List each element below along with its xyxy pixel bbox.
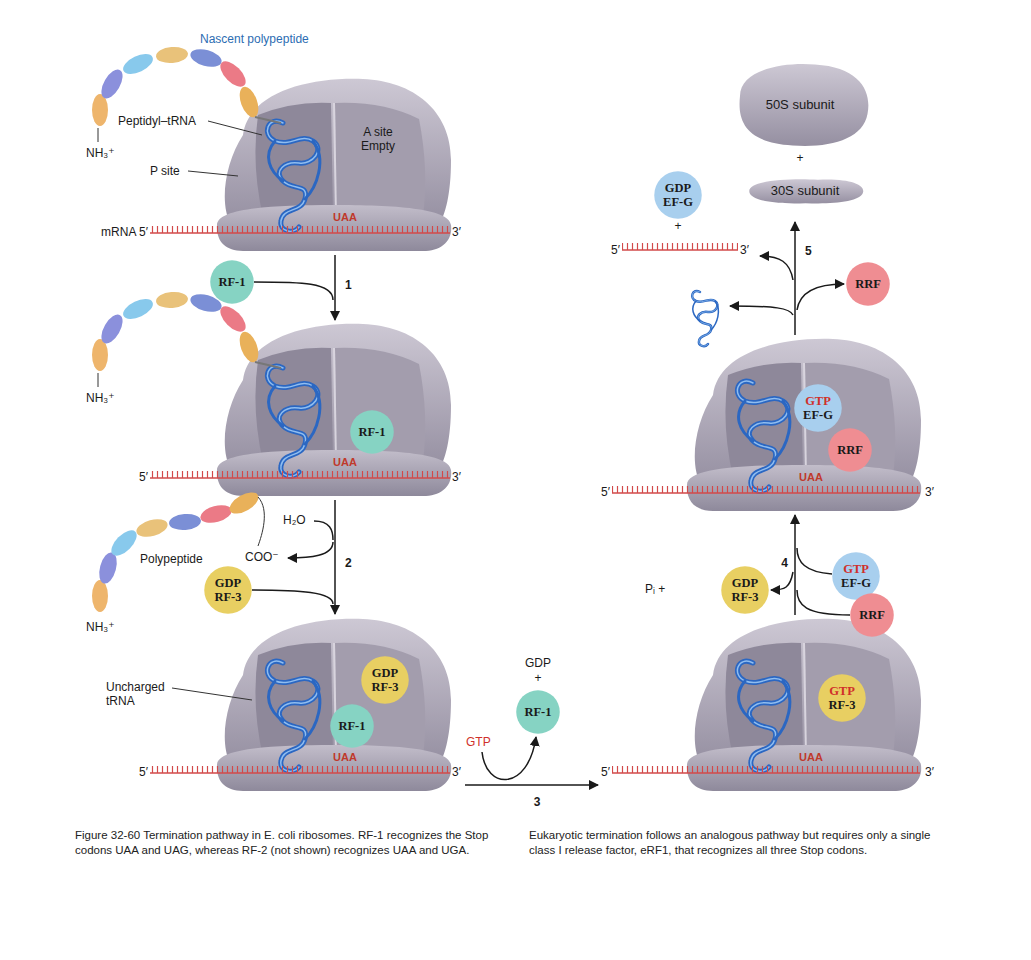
node-text: RF-3 (371, 680, 398, 694)
elongation-factor-g: GDPEF-G (654, 171, 702, 219)
node-text: RF-3 (214, 590, 241, 604)
node-text: GDP (665, 181, 691, 195)
elongation-factor-g: GTPEF-G (832, 552, 880, 600)
mrna-end: 5′ (601, 765, 610, 779)
elongation-factor-g: GTPEF-G (794, 384, 842, 432)
release-factor-1: RF-1 (210, 260, 254, 304)
reactant-label: H₂O (283, 513, 306, 527)
plus-sign: + (796, 151, 803, 165)
step-number: 2 (345, 556, 352, 570)
release-factor-3: GTPRF-3 (818, 674, 866, 722)
node-text: EF-G (803, 408, 833, 422)
node-text: RF-1 (358, 425, 385, 439)
codon: UAA (333, 211, 357, 224)
step-number: 3 (534, 795, 541, 809)
figure-caption: Figure 32-60 Termination pathway in E. c… (75, 828, 955, 858)
codon: UAA (333, 751, 357, 764)
codon: UAA (333, 456, 357, 469)
node-text: 50S subunit (766, 98, 835, 113)
part-label: Nascent polypeptide (200, 32, 309, 46)
step-number: 4 (781, 556, 788, 570)
node-text: EF-G (841, 576, 871, 590)
mrna-end: 3′ (925, 765, 934, 779)
node-text: RF-3 (828, 698, 855, 712)
small-subunit: 30S subunit (743, 175, 868, 207)
part-label: Peptidyl–tRNA (118, 114, 196, 128)
reactant-label: GDP (525, 656, 551, 670)
part-label: A site Empty (355, 125, 401, 154)
step-number: 1 (345, 278, 352, 292)
reactant-label: Pᵢ + (645, 582, 665, 596)
node-text: RRF (859, 608, 885, 622)
mrna-end: 3′ (740, 243, 749, 257)
node-text: RF-1 (524, 705, 551, 719)
node-text: RRF (855, 277, 881, 291)
codon: UAA (799, 471, 823, 484)
part-label: P site (150, 164, 180, 178)
part-label: Polypeptide (140, 552, 203, 566)
release-factor-3: GDPRF-3 (204, 566, 252, 614)
terminus-label: COO⁻ (245, 550, 279, 564)
node-text: RF-1 (218, 275, 245, 289)
node-text: RRF (837, 443, 863, 457)
node-text: GTP (843, 562, 869, 576)
part-label: Uncharged tRNA (106, 680, 170, 709)
node-text: RF-1 (338, 719, 365, 733)
release-factor-1: RF-1 (350, 410, 394, 454)
terminus-label: NH₃⁺ (86, 146, 115, 160)
node-text: GDP (372, 666, 398, 680)
release-factor-3: GDPRF-3 (361, 656, 409, 704)
node-text: GTP (829, 684, 855, 698)
mrna-end: 3′ (452, 225, 461, 239)
mrna-end: 5′ (139, 470, 148, 484)
recycling-factor: RRF (828, 428, 872, 472)
node-text: GTP (805, 394, 831, 408)
node-text: EF-G (663, 195, 693, 209)
terminus-label: NH₃⁺ (86, 391, 115, 405)
mrna-end: 3′ (452, 765, 461, 779)
recycling-factor: RRF (850, 593, 894, 637)
node-text: GDP (215, 576, 241, 590)
terminus-label: NH₃⁺ (86, 620, 115, 634)
release-factor-1: RF-1 (516, 690, 560, 734)
mrna-end: 3′ (925, 485, 934, 499)
recycling-factor: RRF (846, 262, 890, 306)
plus-sign: + (534, 671, 541, 685)
mrna-end: 5′ (611, 243, 620, 257)
step-number: 5 (805, 244, 812, 258)
mrna-end: 3′ (452, 470, 461, 484)
large-subunit: 50S subunit (725, 60, 875, 150)
plus-sign: + (674, 219, 681, 233)
node-text: RF-3 (731, 590, 758, 604)
mrna-end: 5′ (139, 765, 148, 779)
release-factor-1: RF-1 (330, 704, 374, 748)
node-text: 30S subunit (771, 184, 840, 199)
mrna-end: 5′ (601, 485, 610, 499)
node-text: GDP (732, 576, 758, 590)
release-factor-3: GDPRF-3 (721, 566, 769, 614)
mrna-end: mRNA 5′ (101, 225, 148, 239)
reactant-label: GTP (466, 735, 491, 749)
codon: UAA (799, 751, 823, 764)
